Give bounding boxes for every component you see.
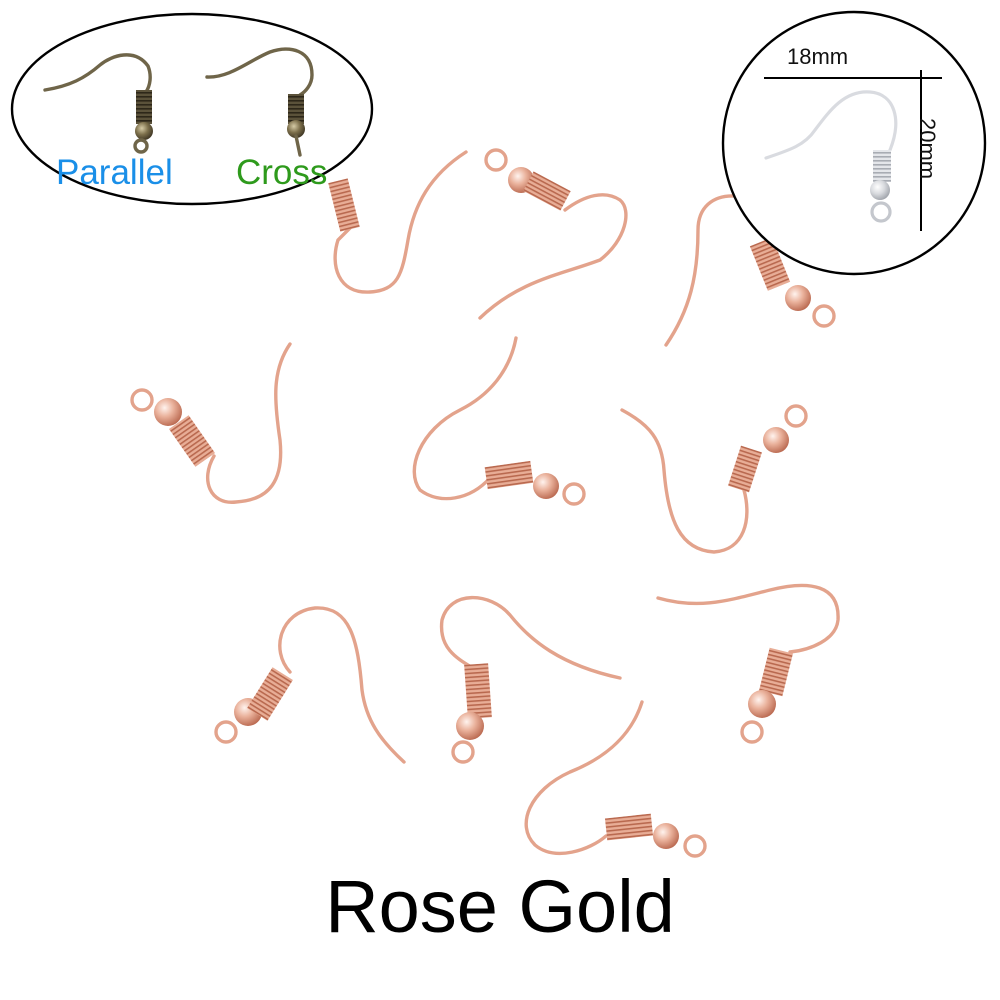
hook-9 [656,583,840,744]
finish-title: Rose Gold [325,865,675,948]
hook-5 [412,336,586,506]
style-options-callout [10,12,374,206]
width-dimension-label: 18mm [787,44,849,69]
hook-8 [439,595,622,764]
hook-1 [328,150,468,294]
silver-hook-sample [764,90,898,223]
parallel-hook-sample [43,53,153,154]
hook-4 [130,342,292,504]
height-dimension-label: 20mm [915,118,940,180]
cross-hook-sample [205,47,314,157]
hook-10 [524,700,707,858]
hook-7 [214,606,406,764]
hook-6 [620,404,808,554]
parallel-style-label: Parallel [56,153,173,192]
rose-gold-hooks [130,148,840,858]
cross-style-label: Cross [236,153,328,192]
hook-2 [478,148,628,320]
dimensions-callout [721,10,987,276]
